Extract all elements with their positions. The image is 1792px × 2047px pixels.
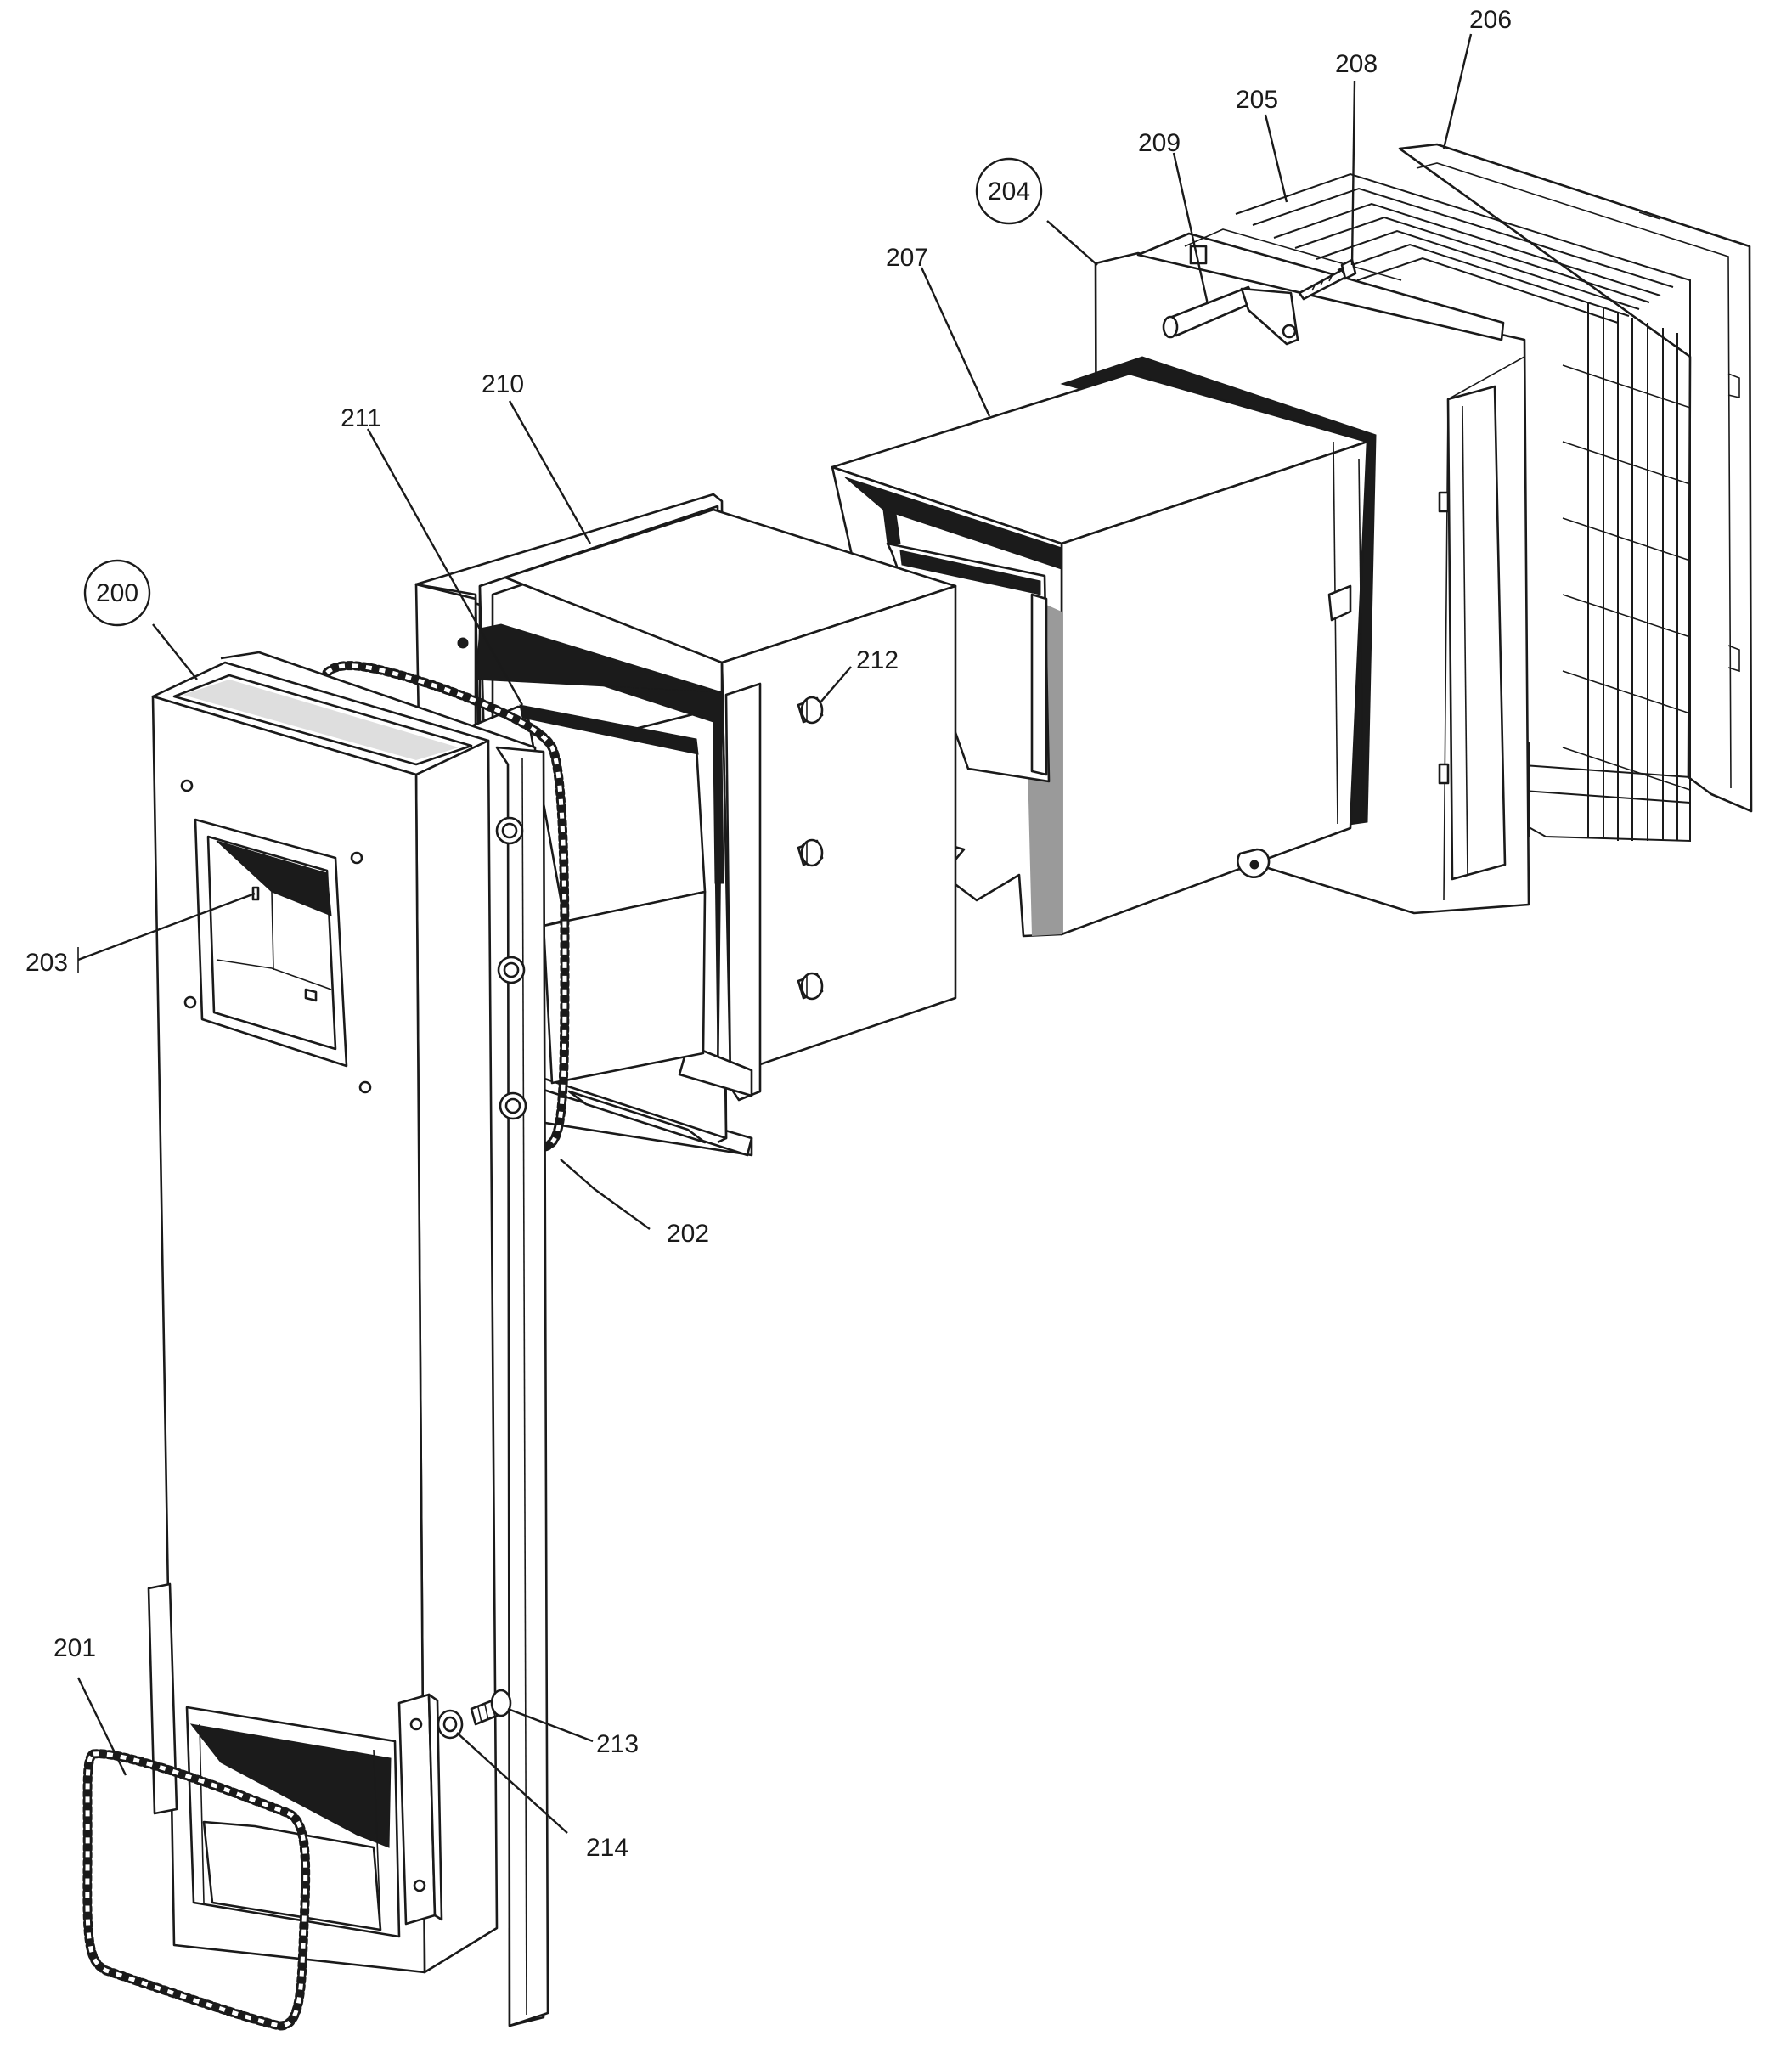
leader-lines: [76, 33, 1473, 1834]
part-214-washer: [437, 1709, 464, 1740]
callout-208-text: 208: [1335, 50, 1378, 78]
callout-213-text: 213: [596, 1730, 639, 1758]
callout-201-text: 201: [54, 1634, 96, 1662]
callout-205-text: 205: [1236, 86, 1278, 114]
callout-211-text: 211: [341, 404, 381, 432]
part-202-gasket: [322, 661, 570, 1152]
callout-200-text: 200: [96, 579, 138, 607]
callouts: 200 201 202 203 204 205 206 207 208 209 …: [25, 6, 1512, 1862]
callout-206-text: 206: [1469, 6, 1512, 34]
callout-210-text: 210: [482, 370, 524, 398]
part-209-pin: [1162, 285, 1299, 346]
part-211-inner-box: [470, 704, 707, 1085]
callout-204-text: 204: [988, 178, 1030, 206]
part-205-wire-grille: [1235, 172, 1691, 843]
stud-3: [797, 972, 824, 1001]
side-bolts: [495, 816, 527, 1120]
callout-214-text: 214: [586, 1834, 628, 1862]
callout-212-text: 212: [856, 646, 899, 674]
stud-2: [797, 838, 824, 867]
callout-200: 200: [83, 559, 151, 627]
callout-203-text: 203: [25, 949, 68, 977]
part-212-studs: [797, 696, 824, 1001]
callout-209-text: 209: [1138, 129, 1181, 157]
stud-1: [797, 696, 824, 725]
part-201-gasket-ring: [82, 1749, 311, 2031]
callout-202-text: 202: [667, 1220, 709, 1248]
callout-204: 204: [975, 157, 1043, 225]
part-200-duct-body: [147, 651, 549, 2027]
part-213-screw: [470, 1689, 512, 1726]
callout-207-text: 207: [886, 244, 928, 272]
